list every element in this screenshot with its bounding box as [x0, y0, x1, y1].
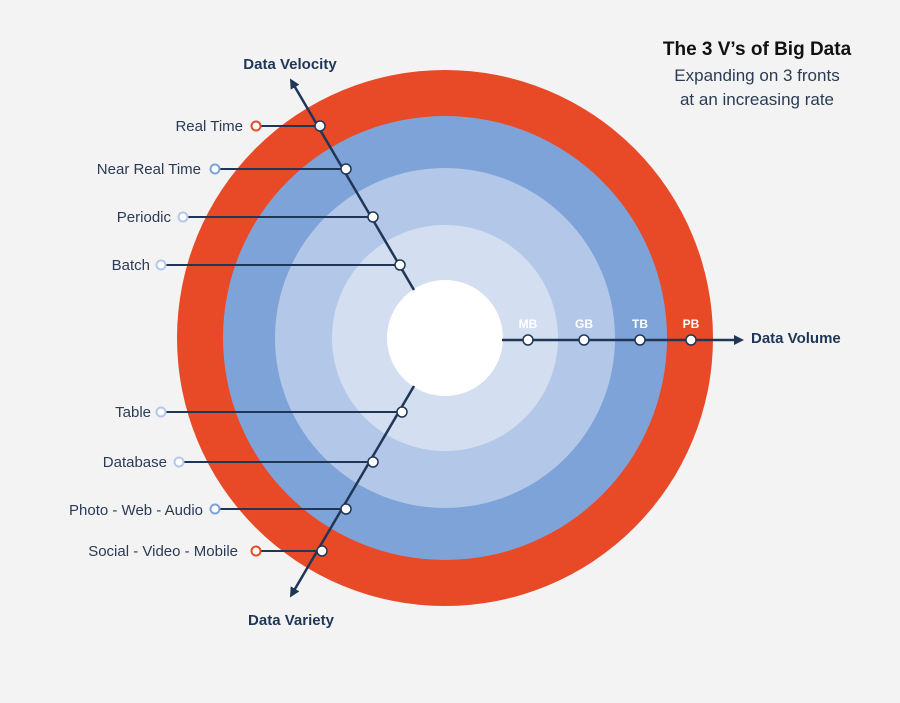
- variety-label-photo-web-audio: Photo - Web - Audio: [69, 502, 203, 519]
- center-circle: [387, 280, 503, 396]
- marker-batch-axis: [394, 259, 406, 271]
- unit-pb-label: PB: [683, 317, 700, 331]
- diagram-subtitle-line-2: at an increasing rate: [680, 90, 834, 109]
- variety-label-database: Database: [103, 454, 167, 471]
- marker-database-axis: [367, 456, 379, 468]
- velocity-levels: [155, 120, 406, 271]
- marker-periodic-axis: [367, 211, 379, 223]
- variety-axis: [289, 385, 416, 598]
- variety-axis-title: Data Variety: [248, 612, 335, 629]
- velocity-axis: [289, 78, 416, 291]
- marker-gb: [578, 334, 590, 346]
- marker-near-real-time-left: [209, 163, 221, 175]
- marker-tb: [634, 334, 646, 346]
- marker-real-time-left: [250, 120, 262, 132]
- marker-periodic-left: [177, 211, 189, 223]
- diagram-subtitle-line-1: Expanding on 3 fronts: [674, 66, 839, 85]
- marker-table-left: [155, 406, 167, 418]
- velocity-label-real-time: Real Time: [175, 118, 243, 135]
- unit-mb-label: MB: [519, 317, 538, 331]
- variety-label-social-video-mobile: Social - Video - Mobile: [88, 543, 238, 560]
- marker-social-video-mobile-axis: [316, 545, 328, 557]
- diagram-title: The 3 V’s of Big Data: [663, 39, 852, 60]
- variety-label-table: Table: [115, 404, 151, 421]
- marker-photo-web-audio-left: [209, 503, 221, 515]
- volume-levels: MB GB TB PB: [519, 317, 700, 346]
- marker-database-left: [173, 456, 185, 468]
- velocity-axis-title: Data Velocity: [243, 56, 337, 73]
- volume-axis-title: Data Volume: [751, 330, 841, 347]
- unit-tb-label: TB: [632, 317, 648, 331]
- rings: [177, 70, 713, 606]
- velocity-label-batch: Batch: [112, 257, 150, 274]
- marker-mb: [522, 334, 534, 346]
- velocity-label-periodic: Periodic: [117, 209, 172, 226]
- axes: [289, 78, 744, 598]
- marker-real-time-axis: [314, 120, 326, 132]
- variety-levels: [155, 406, 408, 557]
- marker-table-axis: [396, 406, 408, 418]
- marker-social-video-mobile-left: [250, 545, 262, 557]
- marker-pb: [685, 334, 697, 346]
- velocity-label-near-real-time: Near Real Time: [97, 161, 201, 178]
- marker-near-real-time-axis: [340, 163, 352, 175]
- marker-photo-web-audio-axis: [340, 503, 352, 515]
- marker-batch-left: [155, 259, 167, 271]
- unit-gb-label: GB: [575, 317, 593, 331]
